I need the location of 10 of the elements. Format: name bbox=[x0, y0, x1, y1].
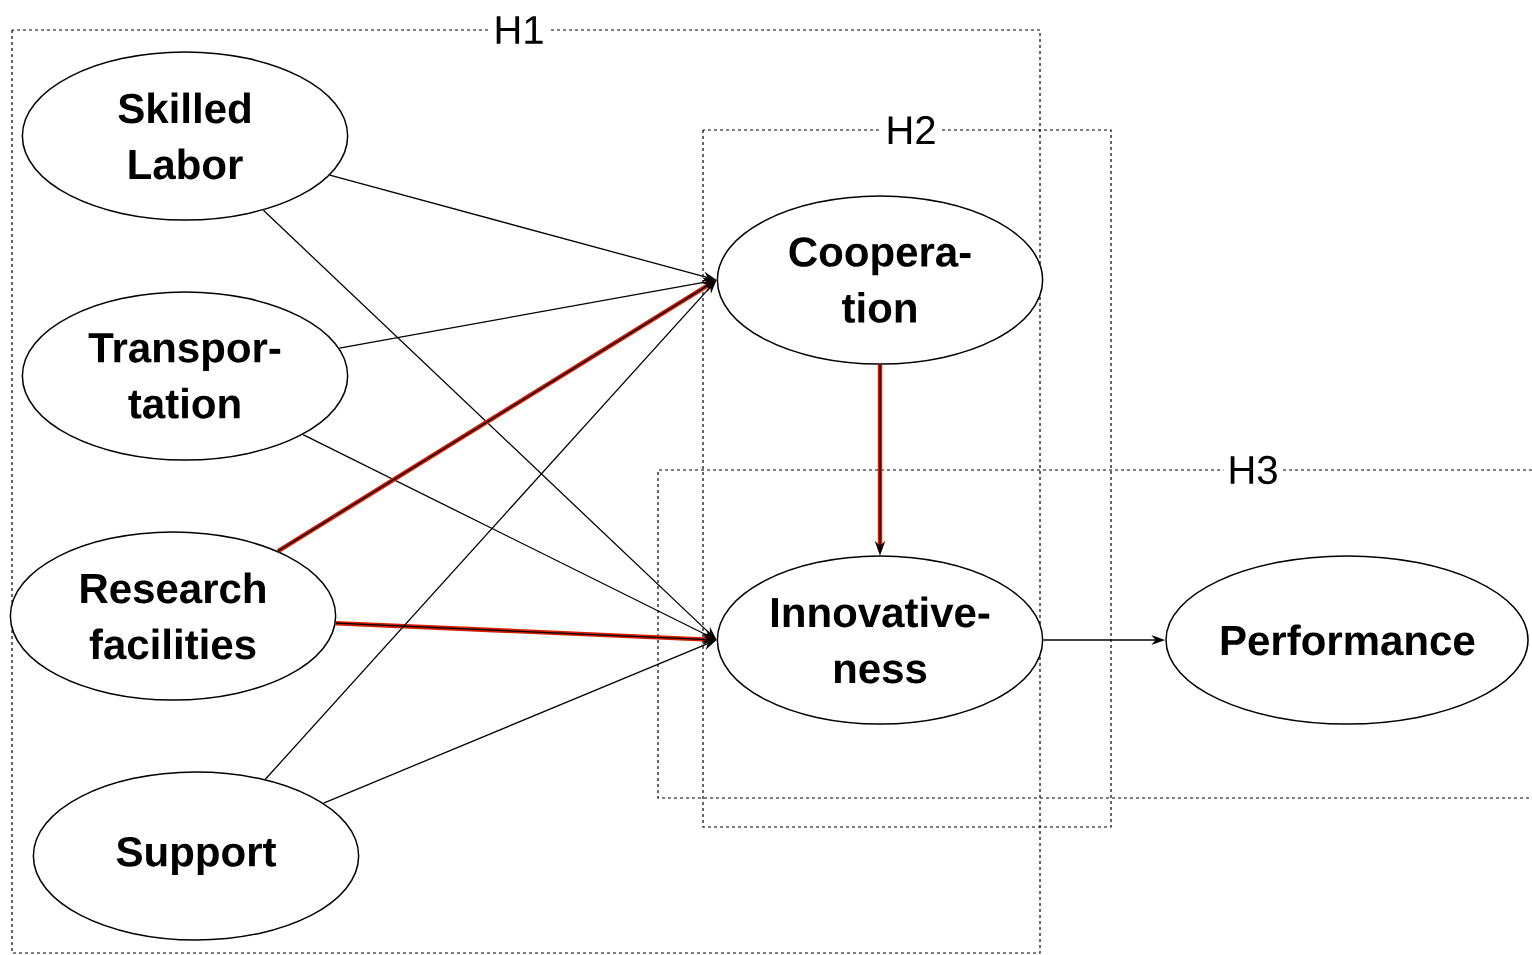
hypothesis-label: H1 bbox=[489, 12, 549, 48]
hypothesis-label: H3 bbox=[1223, 451, 1283, 489]
ellipse-node: Innovative- ness bbox=[716, 555, 1044, 725]
ellipse-node: Research facilities bbox=[9, 531, 337, 701]
ellipse-node: Performance bbox=[1165, 555, 1529, 725]
ellipse-node: Transpor- tation bbox=[21, 291, 349, 461]
ellipse-node: Support bbox=[32, 771, 360, 941]
ellipse-node: Coopera- tion bbox=[716, 195, 1044, 365]
ellipse-node: Skilled Labor bbox=[21, 51, 349, 221]
hypothesis-label: H2 bbox=[881, 112, 941, 148]
